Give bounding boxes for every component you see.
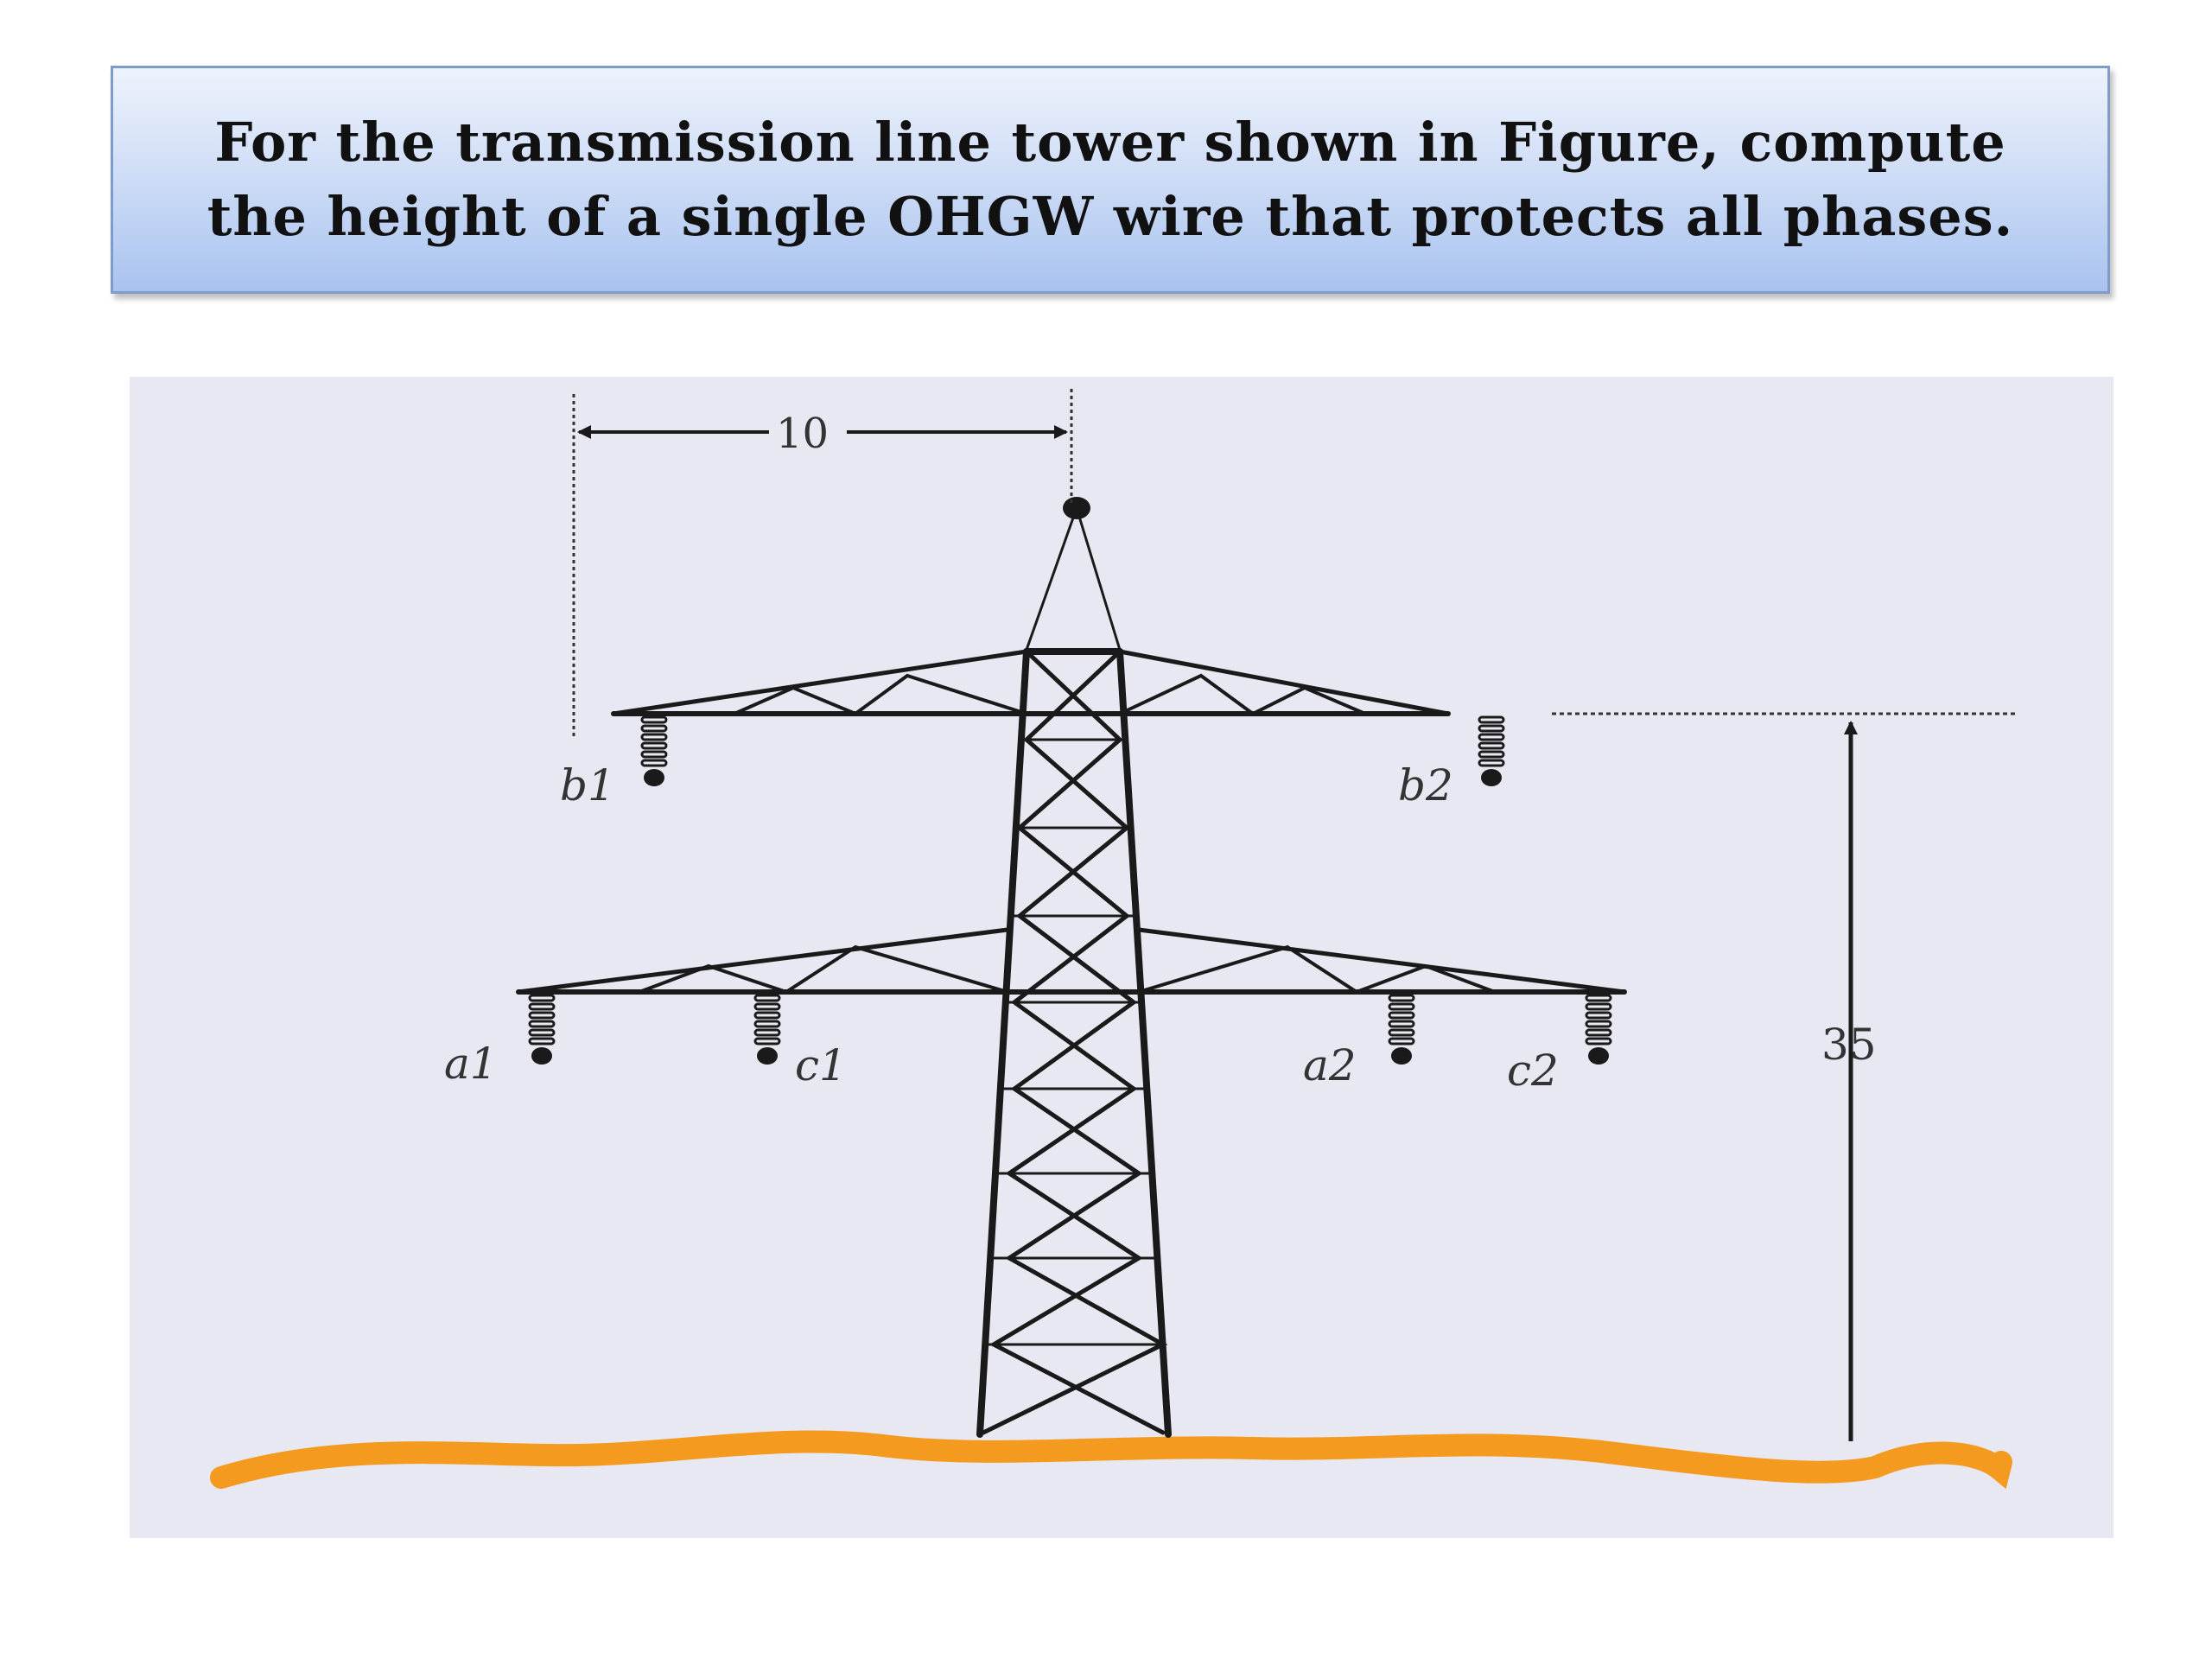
phase-label-b1: b1 — [560, 760, 615, 810]
question-line-2: the height of a single OHGW wire that pr… — [207, 185, 2014, 248]
tower-structure — [516, 506, 1627, 1438]
phase-label-c1: c1 — [795, 1040, 847, 1090]
horizontal-dimension: 10 — [572, 389, 1073, 740]
question-banner: For the transmission line tower shown in… — [111, 66, 2110, 294]
horizontal-dimension-value: 10 — [776, 410, 829, 458]
phase-label-a1: a1 — [444, 1039, 498, 1089]
insulator-b2 — [1478, 715, 1505, 788]
question-text: For the transmission line tower shown in… — [160, 105, 2061, 254]
insulator-c2 — [1585, 994, 1612, 1066]
phase-label-c2: c2 — [1507, 1046, 1559, 1096]
ground-wire-conductor — [1063, 497, 1090, 519]
insulator-a2 — [1388, 994, 1415, 1066]
vertical-dimension-value: 35 — [1821, 1020, 1877, 1070]
question-line-1: For the transmission line tower shown in… — [214, 111, 2006, 174]
vertical-dimension: 35 — [1552, 712, 2018, 1441]
insulator-c1 — [753, 994, 781, 1066]
insulator-a1 — [528, 994, 556, 1066]
tower-diagram: b1 b2 a1 c1 a2 c2 10 35 — [210, 389, 2018, 1490]
ground-line — [210, 1430, 2012, 1490]
insulator-b1 — [640, 715, 668, 788]
tower-figure: b1 b2 a1 c1 a2 c2 10 35 — [130, 377, 2113, 1538]
phase-label-b2: b2 — [1398, 760, 1453, 810]
phase-label-a2: a2 — [1303, 1040, 1357, 1090]
